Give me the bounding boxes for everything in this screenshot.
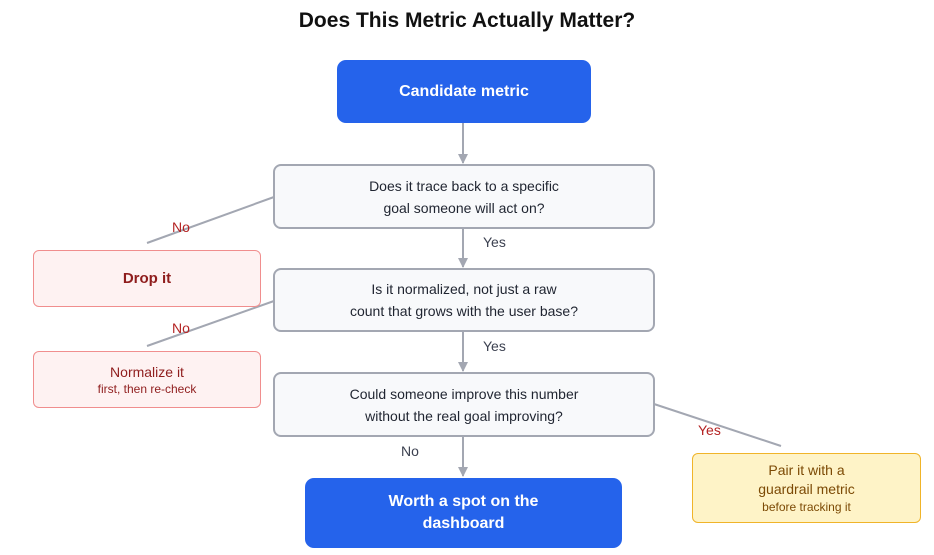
pair-node-line-2: guardrail metric — [758, 480, 855, 497]
edge-label-q1-no: No — [172, 219, 190, 235]
decision-normalized-line-2: count that grows with the user base? — [349, 303, 579, 319]
normalize-node-sub: first, then re-check — [97, 381, 197, 396]
drop-node: Drop it — [33, 250, 261, 307]
edge-q2-normalize — [146, 300, 275, 347]
edge-label-q2-no: No — [172, 320, 190, 336]
end-node-line-2: dashboard — [422, 515, 505, 532]
decision-goal-line-2: goal someone will act on? — [383, 199, 545, 216]
end-node: Worth a spot on the dashboard — [305, 478, 622, 548]
pair-node-sub: before tracking it — [762, 499, 851, 514]
edge-q3-pair — [653, 403, 782, 447]
decision-gameable-line-2: without the real goal improving? — [365, 407, 563, 424]
start-node: Candidate metric — [337, 60, 591, 123]
edge-label-q2-yes: Yes — [483, 338, 506, 354]
edge-label-q3-yes: Yes — [698, 422, 721, 438]
diagram-title: Does This Metric Actually Matter? — [298, 9, 636, 32]
decision-goal-traceable: Does it trace back to a specific goal so… — [273, 164, 655, 229]
decision-gameable: Could someone improve this number withou… — [273, 372, 655, 437]
edge-label-q1-yes: Yes — [483, 234, 506, 250]
decision-goal-line-1: Does it trace back to a specific — [369, 177, 559, 194]
drop-node-label: Drop it — [122, 270, 172, 287]
decision-normalized-line-1: Is it normalized, not just a raw — [371, 281, 557, 297]
decision-normalized: Is it normalized, not just a raw count t… — [273, 268, 655, 332]
normalize-node-main: Normalize it — [110, 363, 184, 380]
pair-guardrail-node: Pair it with a guardrail metric before t… — [692, 453, 921, 523]
edge-q1-drop — [146, 196, 275, 244]
normalize-node: Normalize it first, then re-check — [33, 351, 261, 408]
decision-gameable-line-1: Could someone improve this number — [349, 385, 579, 402]
edge-label-q3-no: No — [401, 443, 419, 459]
end-node-line-1: Worth a spot on the — [388, 493, 539, 510]
pair-node-line-1: Pair it with a — [768, 461, 845, 478]
start-node-label: Candidate metric — [399, 82, 529, 100]
